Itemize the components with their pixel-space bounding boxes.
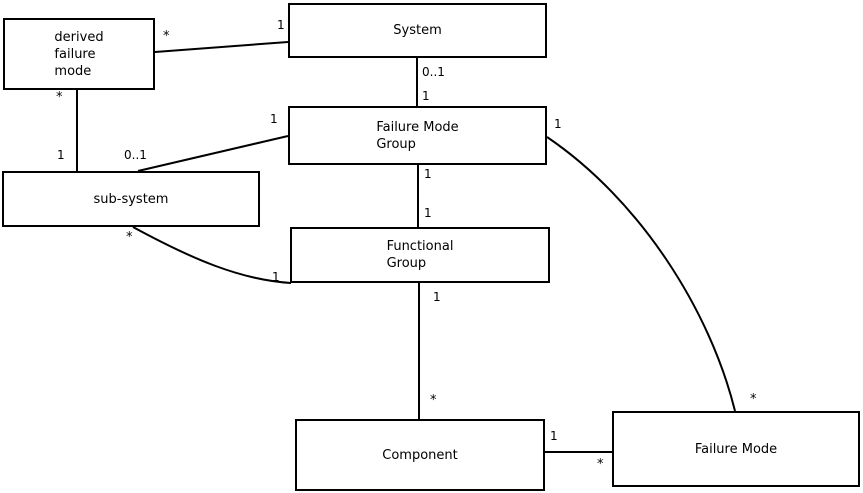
multiplicity-label: 1 (277, 18, 285, 32)
class-name-component: Component (382, 447, 458, 463)
class-box-system[interactable]: System (288, 3, 547, 58)
class-box-derived-failure-mode[interactable]: derived failure mode (3, 18, 155, 90)
multiplicity-label: * (430, 393, 437, 408)
class-box-component[interactable]: Component (295, 419, 545, 491)
class-box-functional-group[interactable]: Functional Group (290, 227, 550, 283)
multiplicity-label: * (750, 392, 757, 407)
class-name-system: System (393, 23, 442, 38)
multiplicity-label: 1 (270, 112, 278, 126)
multiplicity-label: * (126, 230, 133, 245)
multiplicity-label: * (56, 90, 63, 105)
multiplicity-label: 1 (272, 270, 280, 284)
class-name-derived-failure-mode: derived failure mode (54, 29, 104, 79)
multiplicity-label: 0..1 (124, 148, 147, 162)
class-name-functional-group: Functional Group (386, 239, 454, 271)
association-sub-system--failure-mode-group (137, 135, 289, 172)
multiplicity-label: 1 (422, 89, 430, 103)
class-name-failure-mode: Failure Mode (694, 441, 778, 457)
multiplicity-label: 1 (424, 206, 432, 220)
association-derived-failure-mode--system (154, 41, 289, 53)
association-failure-mode-group--failure-mode (546, 136, 736, 412)
class-name-failure-mode-group: Failure Mode Group (376, 119, 459, 152)
class-box-failure-mode-group[interactable]: Failure Mode Group (288, 106, 547, 165)
class-box-failure-mode[interactable]: Failure Mode (612, 411, 860, 487)
multiplicity-label: 1 (550, 429, 558, 443)
multiplicity-label: 0..1 (422, 65, 445, 79)
multiplicity-label: 1 (424, 167, 432, 181)
multiplicity-label: 1 (433, 290, 441, 304)
class-name-sub-system: sub-system (93, 191, 169, 207)
class-box-sub-system[interactable]: sub-system (2, 171, 260, 227)
association-sub-system--functional-group (132, 226, 292, 284)
multiplicity-label: * (163, 29, 170, 44)
multiplicity-label: 1 (554, 117, 562, 131)
multiplicity-label: 1 (57, 148, 65, 162)
multiplicity-label: * (597, 457, 604, 472)
